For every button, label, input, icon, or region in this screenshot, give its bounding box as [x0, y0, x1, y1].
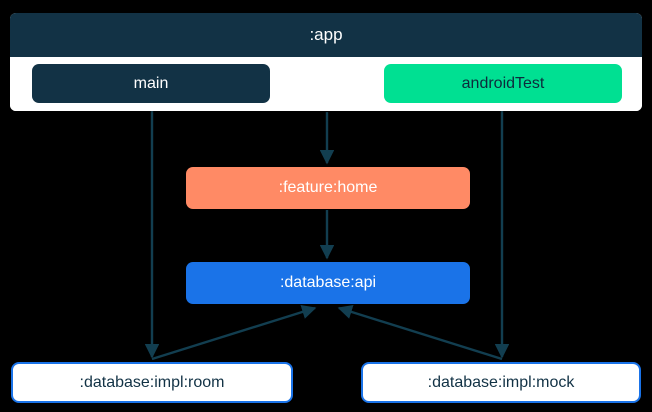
- module-database-api[interactable]: :database:api: [186, 262, 470, 304]
- edge-impl-mock-to-database-api: [337, 304, 503, 361]
- module-database-impl-room[interactable]: :database:impl:room: [11, 362, 293, 403]
- edge-impl-room-to-database-api: [151, 304, 317, 361]
- module-feature-home[interactable]: :feature:home: [186, 167, 470, 209]
- module-database-impl-mock[interactable]: :database:impl:mock: [361, 362, 641, 403]
- app-module-title: :app: [10, 13, 642, 57]
- source-set-main[interactable]: main: [32, 64, 270, 103]
- source-set-android-test[interactable]: androidTest: [384, 64, 622, 103]
